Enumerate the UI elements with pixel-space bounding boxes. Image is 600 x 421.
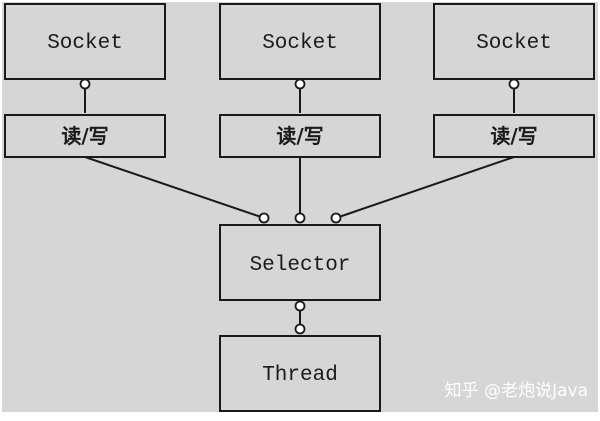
- selector-box: [219, 224, 381, 301]
- io-box-3: [433, 114, 595, 158]
- port-socket-3: [508, 78, 520, 90]
- port-selector-bottom: [294, 300, 306, 312]
- socket-label-1: Socket: [47, 32, 123, 55]
- port-selector-right: [330, 212, 342, 224]
- connector-ports: [79, 78, 520, 335]
- port-socket-1: [79, 78, 91, 90]
- connector-io1-selector: [84, 156, 265, 219]
- io-label-3: 读/写: [490, 124, 537, 148]
- io-box-2: [219, 114, 381, 158]
- port-selector-center: [294, 212, 306, 224]
- thread-box: [219, 335, 381, 412]
- watermark-text: 知乎 @老炮说Java: [445, 381, 588, 401]
- connector-io3-selector: [335, 156, 515, 219]
- selector-label: Selector: [250, 254, 351, 277]
- port-selector-left: [258, 212, 270, 224]
- port-socket-2: [294, 78, 306, 90]
- socket-box-3: [433, 3, 595, 80]
- thread-label: Thread: [262, 364, 338, 387]
- io-label-1: 读/写: [61, 124, 108, 148]
- port-thread-top: [294, 323, 306, 335]
- socket-label-2: Socket: [262, 32, 338, 55]
- io-label-2: 读/写: [276, 124, 323, 148]
- socket-label-3: Socket: [476, 32, 552, 55]
- io-box-1: [4, 114, 166, 158]
- socket-box-1: [4, 3, 166, 80]
